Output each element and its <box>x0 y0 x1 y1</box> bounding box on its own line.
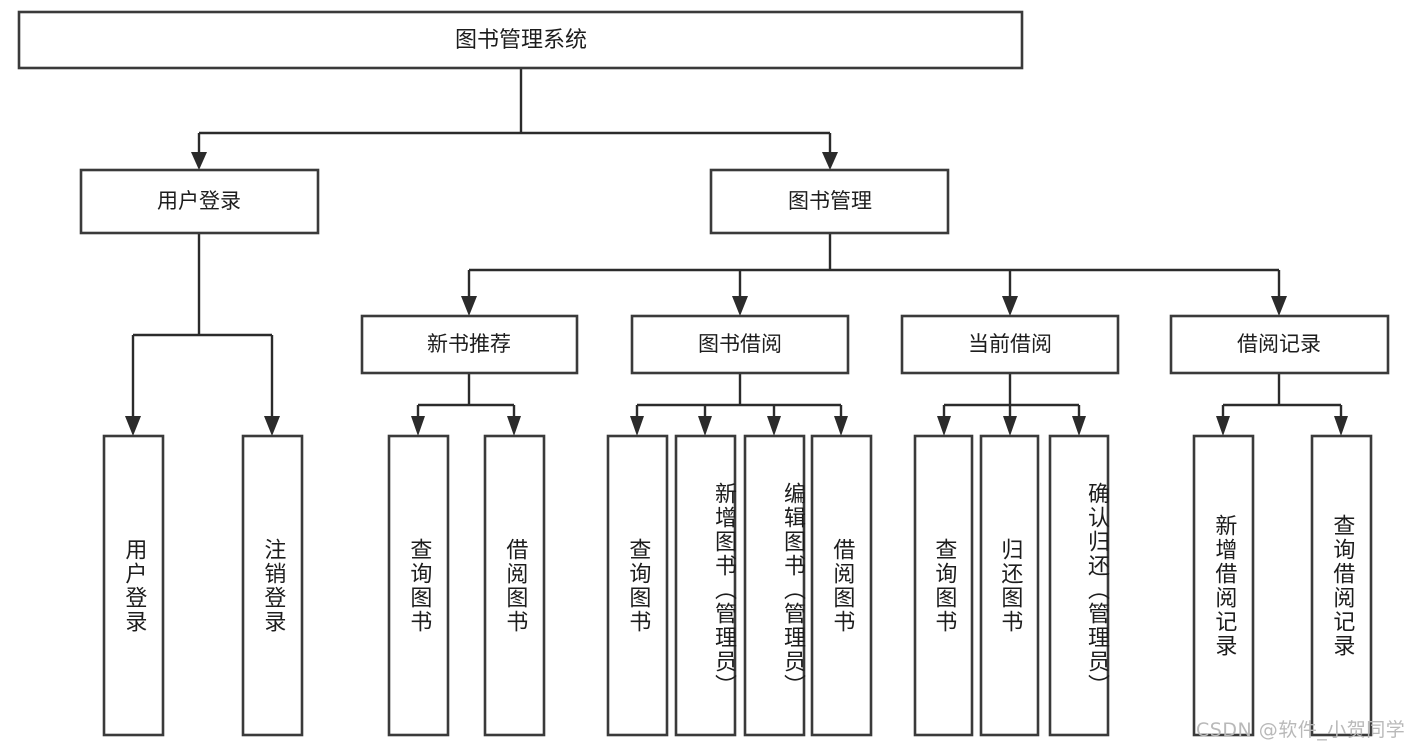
leaf-box-edit-book[interactable] <box>743 434 806 737</box>
leaf-box-confirm-return[interactable] <box>1048 434 1110 737</box>
arrow-to-borrow-record <box>1271 296 1287 316</box>
leaf-box-user-login[interactable] <box>102 434 165 737</box>
arrow-to-leaf-borrow-book-1 <box>507 416 521 436</box>
arrow-to-user-login <box>191 152 207 170</box>
arrow-to-leaf-query-book-2 <box>630 416 644 436</box>
leaf-box-query-book-1[interactable] <box>387 434 450 737</box>
leaf-box-add-book[interactable] <box>674 434 737 737</box>
node-book-borrow[interactable]: 图书借阅 <box>630 314 850 375</box>
arrow-to-leaf-user-logout <box>264 416 280 436</box>
arrow-to-leaf-edit-book <box>767 416 781 436</box>
node-book-manage-label: 图书管理 <box>788 189 872 213</box>
arrow-to-book-manage <box>822 152 838 170</box>
node-user-login[interactable]: 用户登录 <box>79 168 320 235</box>
leaf-box-query-book-3[interactable] <box>913 434 974 737</box>
arrow-to-leaf-query-book-1 <box>411 416 425 436</box>
node-current-borrow-label: 当前借阅 <box>968 332 1052 356</box>
leaf-box-add-record[interactable] <box>1192 434 1255 737</box>
arrow-to-leaf-return-book <box>1003 416 1017 436</box>
arrow-to-leaf-add-book <box>698 416 712 436</box>
leaf-box-borrow-book-1[interactable] <box>483 434 546 737</box>
arrow-to-leaf-query-record <box>1334 416 1348 436</box>
arrow-to-leaf-user-login <box>125 416 141 436</box>
connectors-layer <box>125 68 1348 436</box>
leaf-box-borrow-book-2[interactable] <box>810 434 873 737</box>
leaf-box-user-logout[interactable] <box>241 434 304 737</box>
node-book-manage[interactable]: 图书管理 <box>709 168 950 235</box>
node-borrow-record-label: 借阅记录 <box>1237 332 1321 356</box>
arrow-to-book-borrow <box>732 296 748 316</box>
node-user-login-label: 用户登录 <box>157 189 241 213</box>
leaf-box-return-book[interactable] <box>979 434 1040 737</box>
arrow-to-leaf-borrow-book-2 <box>834 416 848 436</box>
arrow-to-leaf-confirm-return <box>1072 416 1086 436</box>
leaf-box-query-book-2[interactable] <box>606 434 669 737</box>
node-new-book-rec[interactable]: 新书推荐 <box>360 314 579 375</box>
csdn-watermark: CSDN @软件_小贺同学 <box>1196 719 1405 741</box>
node-root-label: 图书管理系统 <box>455 28 587 53</box>
node-root[interactable]: 图书管理系统 <box>17 10 1024 70</box>
node-new-book-rec-label: 新书推荐 <box>427 332 511 356</box>
arrow-to-current-borrow <box>1002 296 1018 316</box>
arrow-to-leaf-add-record <box>1216 416 1230 436</box>
node-borrow-record[interactable]: 借阅记录 <box>1169 314 1390 375</box>
arrow-to-new-book-rec <box>461 296 477 316</box>
nodes-layer: 图书管理系统 用户登录 图书管理 新书推荐 图书借阅 当前 <box>17 10 1390 737</box>
node-book-borrow-label: 图书借阅 <box>698 332 782 356</box>
arrow-to-leaf-query-book-3 <box>937 416 951 436</box>
leaf-box-query-record[interactable] <box>1310 434 1373 737</box>
node-current-borrow[interactable]: 当前借阅 <box>900 314 1120 375</box>
